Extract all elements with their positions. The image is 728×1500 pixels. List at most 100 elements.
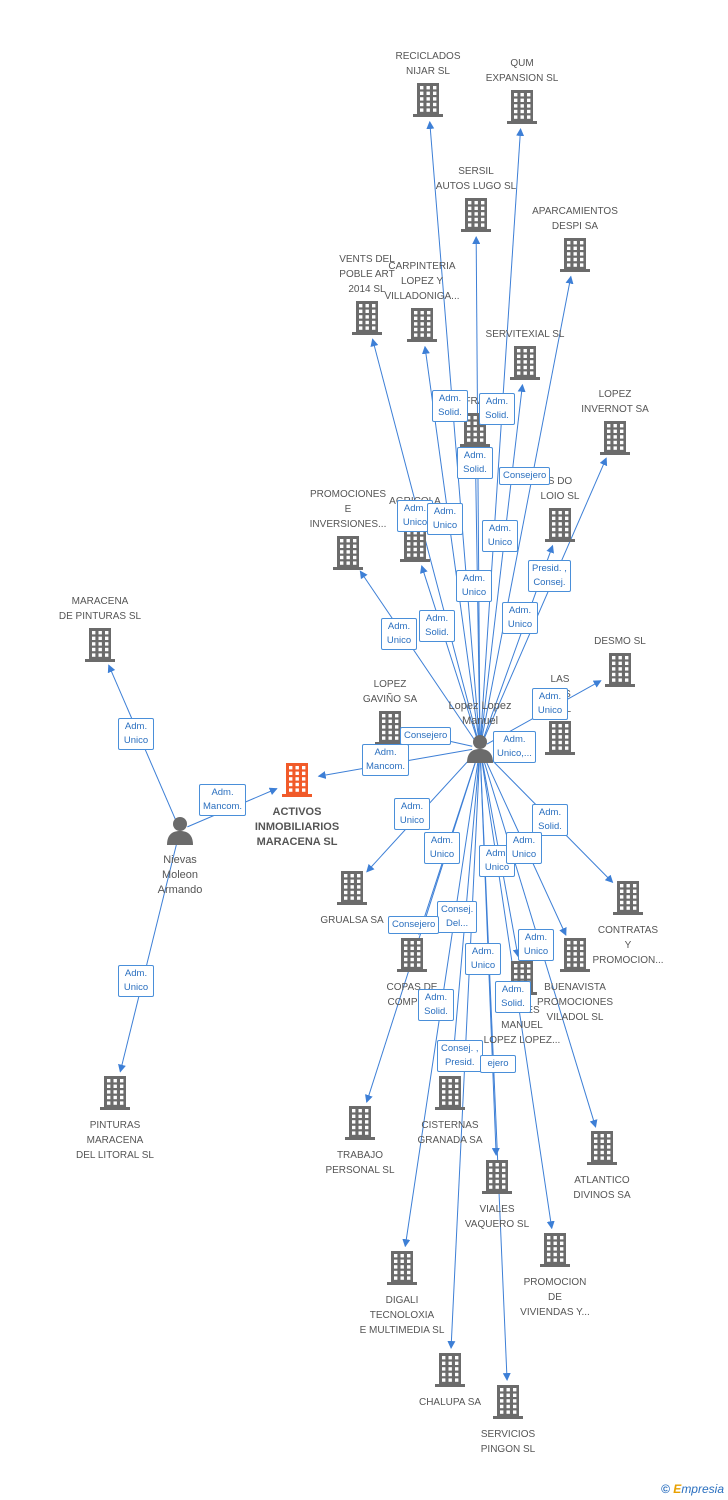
node-label: S DO LOIO SL: [540, 476, 580, 502]
company-node-maracena-pint[interactable]: MARACENA DE PINTURAS SL: [45, 594, 155, 667]
relation-label[interactable]: ejero: [480, 1055, 516, 1073]
building-icon: [357, 938, 467, 977]
relation-label[interactable]: Consejero: [400, 727, 452, 745]
edge-p-lopez-to-agricola: [420, 564, 479, 741]
company-node-atlantico[interactable]: ATLANTICO DIVINOS SA: [547, 1131, 657, 1203]
building-icon: [373, 83, 483, 122]
company-node-buenavista[interactable]: BUENAVISTA PROMOCIONES VILADOL SL: [520, 938, 630, 1025]
building-icon: [573, 881, 683, 920]
node-label: BUENAVISTA PROMOCIONES VILADOL SL: [536, 982, 614, 1023]
node-label: VIALES VAQUERO SL: [464, 1204, 530, 1230]
relation-label[interactable]: Adm. Unico: [456, 570, 492, 602]
relation-label[interactable]: Adm. Solid.: [479, 393, 515, 425]
building-icon: [520, 938, 630, 977]
node-label: TRABAJO PERSONAL SL: [325, 1150, 395, 1176]
building-icon: [360, 528, 470, 567]
company-node-chalupa[interactable]: CHALUPA SA: [395, 1353, 505, 1410]
building-icon: [421, 198, 531, 237]
company-node-reciclados[interactable]: RECICLADOS NIJAR SL: [373, 49, 483, 122]
building-icon: [505, 508, 615, 547]
company-node-copas[interactable]: COPAS DE COMPLUT: [357, 938, 467, 1010]
company-node-promocion-v[interactable]: PROMOCION DE VIVIENDAS Y...: [500, 1233, 610, 1320]
relation-label[interactable]: Adm. Unico: [482, 520, 518, 552]
relation-label[interactable]: Adm. Solid.: [418, 989, 454, 1021]
company-node-servitexial[interactable]: SERVITEXIAL SL: [470, 327, 580, 385]
building-icon: [467, 90, 577, 129]
company-node-focus[interactable]: ACTIVOS INMOBILIARIOS MARACENA SL: [242, 763, 352, 850]
company-node-pinturas-lit[interactable]: PINTURAS MARACENA DEL LITORAL SL: [60, 1076, 170, 1163]
building-icon: [500, 1233, 610, 1272]
relation-label[interactable]: Adm. Solid.: [457, 447, 493, 479]
relation-label[interactable]: Adm. Unico: [502, 602, 538, 634]
relation-label[interactable]: Adm. Unico: [118, 965, 154, 997]
node-label: PINTURAS MARACENA DEL LITORAL SL: [76, 1120, 154, 1161]
company-node-carpinteria[interactable]: CARPINTERIA LOPEZ Y VILLADONIGA...: [367, 259, 477, 347]
building-icon: [45, 628, 155, 667]
node-label: QUM EXPANSION SL: [485, 58, 559, 84]
relation-label[interactable]: Adm. Unico: [465, 943, 501, 975]
edge-p-lopez-to-promociones-e: [359, 570, 476, 742]
node-label: ATLANTICO DIVINOS SA: [573, 1175, 631, 1201]
node-label: VENTS DEL POBLE ART 2014 SL: [339, 254, 395, 295]
building-icon: [565, 653, 675, 692]
building-icon: [297, 871, 407, 910]
company-node-sersil[interactable]: SERSIL AUTOS LUGO SL: [421, 164, 531, 237]
company-node-cisternas[interactable]: CISTERNAS GRANADA SA: [395, 1076, 505, 1148]
building-icon: [470, 346, 580, 385]
building-icon: [547, 1131, 657, 1170]
company-node-aparcamientos[interactable]: APARCAMIENTOS DESPI SA: [520, 204, 630, 277]
edge-p-lopez-to-servitexial: [480, 383, 526, 741]
relation-label[interactable]: Adm. Unico: [424, 832, 460, 864]
person-icon: [425, 733, 535, 768]
node-label: Nievas Moleon Armando: [157, 854, 203, 896]
relation-label[interactable]: Consejero: [388, 916, 440, 934]
copyright-symbol: ©: [661, 1482, 670, 1496]
building-icon: [335, 711, 445, 750]
relation-label[interactable]: Adm. Mancom.: [199, 784, 247, 816]
company-node-promociones-e[interactable]: PROMOCIONES E INVERSIONES...: [293, 487, 403, 575]
relation-label[interactable]: Presid. , Consej.: [528, 560, 571, 592]
relation-label[interactable]: Consej. Del...: [437, 901, 478, 933]
relation-label[interactable]: Adm. Solid.: [532, 804, 568, 836]
company-node-grualsa[interactable]: GRUALSA SA: [297, 871, 407, 928]
person-node-p-nievas[interactable]: Nievas Moleon Armando: [125, 815, 235, 898]
company-node-vents[interactable]: VENTS DEL POBLE ART 2014 SL: [312, 252, 422, 340]
company-node-servicios[interactable]: SERVICIOS PINGON SL: [453, 1385, 563, 1457]
relation-label[interactable]: Adm. Unico: [518, 929, 554, 961]
company-node-desmo[interactable]: DESMO SL: [565, 634, 675, 692]
relation-label[interactable]: Adm. Unico: [427, 503, 463, 535]
edge-p-lopez-to-qum: [480, 127, 525, 741]
relation-label[interactable]: Adm. Unico: [394, 798, 430, 830]
building-icon: [60, 1076, 170, 1115]
building-icon: [442, 1160, 552, 1199]
company-node-qum[interactable]: QUM EXPANSION SL: [467, 56, 577, 129]
person-node-p-lopez[interactable]: Lopez Lopez Manuel: [425, 699, 535, 768]
relation-label[interactable]: Adm. Solid.: [495, 981, 531, 1013]
node-label: Lopez Lopez Manuel: [448, 700, 512, 727]
relation-label[interactable]: Adm. Unico: [506, 832, 542, 864]
company-node-digali[interactable]: DIGALI TECNOLOXIA E MULTIMEDIA SL: [347, 1251, 457, 1338]
node-label: CHALUPA SA: [418, 1397, 482, 1408]
company-node-lopez-gavino[interactable]: LOPEZ GAVIÑO SA: [335, 677, 445, 750]
building-icon: [520, 238, 630, 277]
edge-p-nievas-to-pinturas-lit: [118, 837, 179, 1073]
building-icon: [293, 536, 403, 575]
relation-label[interactable]: Consej. , Presid.: [437, 1040, 483, 1072]
relation-label[interactable]: Adm. Mancom.: [362, 744, 410, 776]
relation-label[interactable]: Adm. Solid.: [419, 610, 455, 642]
relation-label[interactable]: Adm. Unico: [381, 618, 417, 650]
company-node-viales[interactable]: VIALES VAQUERO SL: [442, 1160, 552, 1232]
edge-p-lopez-to-lopez-invernot: [482, 457, 608, 741]
building-icon: [395, 1353, 505, 1392]
company-node-loio[interactable]: S DO LOIO SL: [505, 474, 615, 547]
company-node-contratas[interactable]: CONTRATAS Y PROMOCION...: [573, 881, 683, 968]
node-label: DIGALI TECNOLOXIA E MULTIMEDIA SL: [359, 1295, 445, 1336]
company-node-lopez-invernot[interactable]: LOPEZ INVERNOT SA: [560, 387, 670, 460]
relation-label[interactable]: Adm. Unico: [118, 718, 154, 750]
building-icon: [560, 421, 670, 460]
relation-label[interactable]: Adm. Solid.: [432, 390, 468, 422]
company-node-trabajo[interactable]: TRABAJO PERSONAL SL: [305, 1106, 415, 1178]
relation-label[interactable]: Consejero: [499, 467, 551, 485]
relation-label[interactable]: Adm. Unico: [532, 688, 568, 720]
relation-label[interactable]: Adm. Unico,...: [493, 731, 536, 763]
